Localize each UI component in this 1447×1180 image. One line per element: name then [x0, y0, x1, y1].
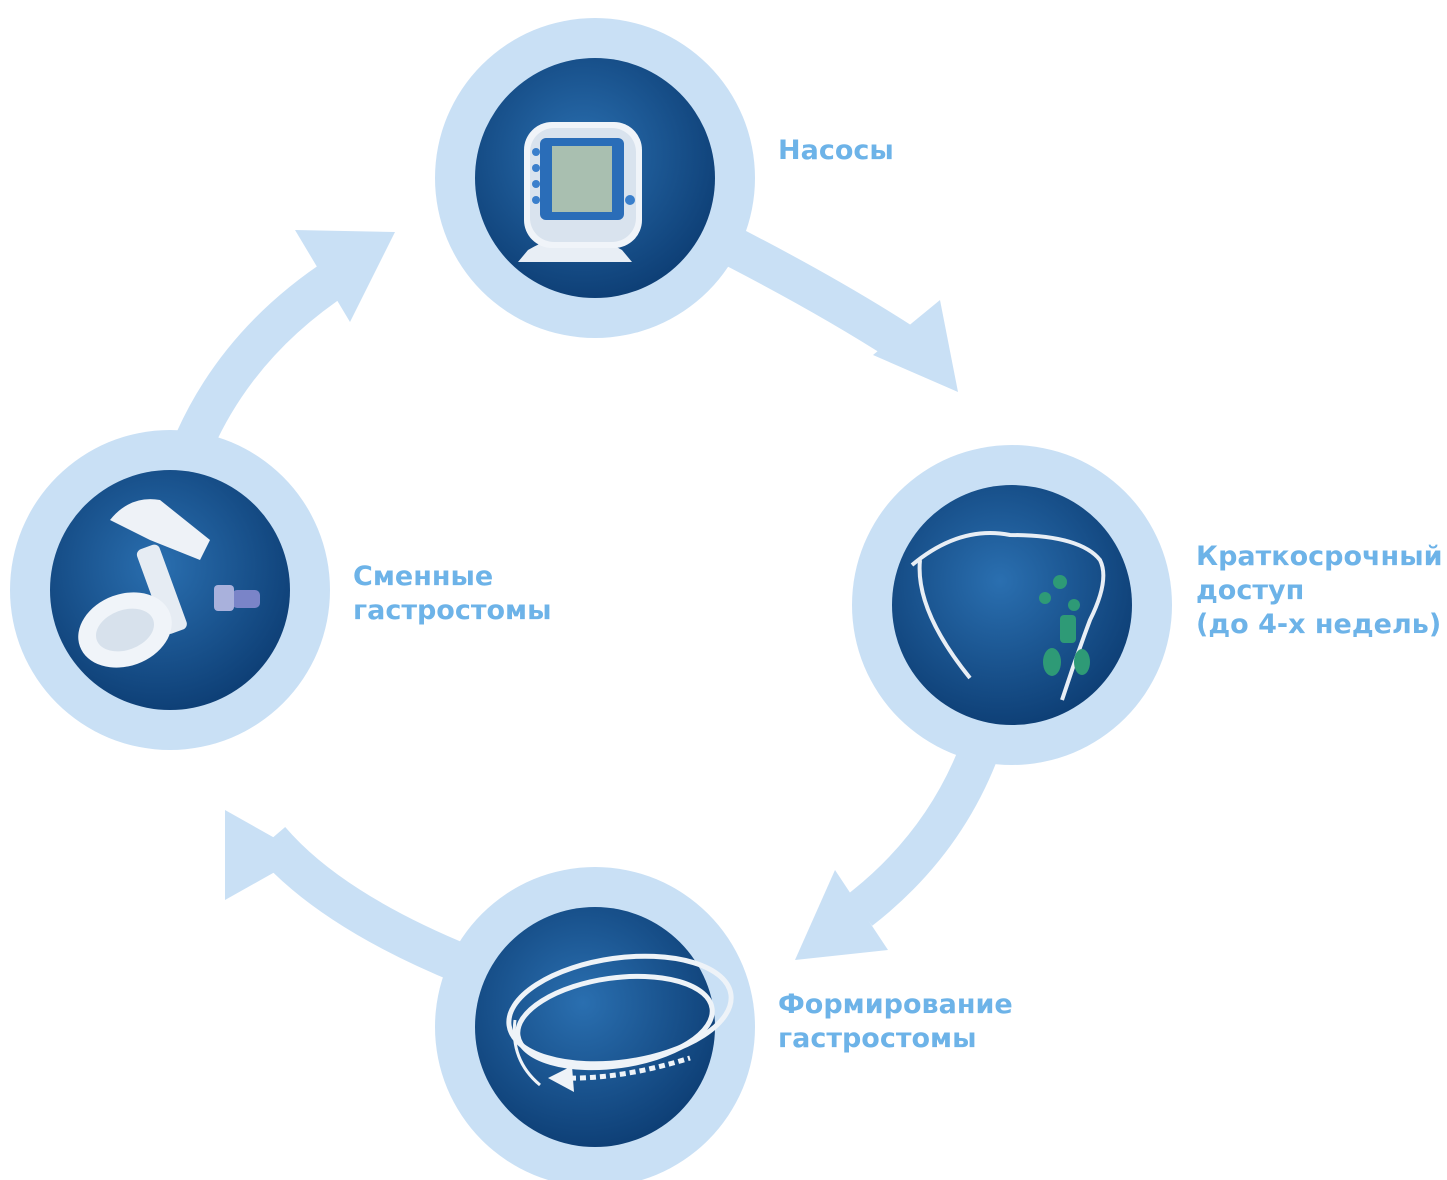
- label-replacement-gastrostomy-line-2: гастростомы: [353, 595, 552, 626]
- arrowhead-left-upper: [295, 230, 395, 322]
- label-short-term-line-2: доступ: [1196, 575, 1305, 606]
- node-gastrostomy-formation: [435, 867, 755, 1180]
- label-pumps-line-1: Насосы: [778, 135, 894, 166]
- arrowhead-right-lower: [795, 870, 888, 960]
- label-gastrostomy-formation: Формирование гастростомы: [778, 988, 1013, 1056]
- node-pumps: [435, 18, 755, 338]
- arrowhead-right-upper: [873, 300, 958, 392]
- node-short-term: [852, 445, 1172, 765]
- flow-arrow-short-term-to-formation: [847, 728, 1004, 926]
- label-gastrostomy-formation-line-1: Формирование: [778, 989, 1013, 1020]
- flow-arrow-replacement-to-pumps: [176, 258, 351, 449]
- arrowhead-left-lower: [225, 810, 305, 900]
- label-short-term-line-1: Краткосрочный: [1196, 541, 1443, 572]
- gastrostomy-button-icon: [78, 499, 260, 668]
- coiled-catheter-icon: [506, 953, 734, 1087]
- label-replacement-gastrostomy-line-1: Сменные: [353, 561, 494, 592]
- label-short-term: Краткосрочный доступ (до 4-х недель): [1196, 540, 1443, 642]
- label-short-term-line-3: (до 4-х недель): [1196, 609, 1442, 640]
- feeding-pump-icon: [518, 122, 642, 262]
- feeding-tube-icon: [910, 531, 1106, 701]
- label-replacement-gastrostomy: Сменные гастростомы: [353, 560, 552, 628]
- flow-arrow-formation-to-replacement: [254, 826, 473, 984]
- label-pumps: Насосы: [778, 134, 894, 168]
- node-replacement-gastrostomy: [10, 430, 330, 750]
- label-gastrostomy-formation-line-2: гастростомы: [778, 1023, 977, 1054]
- catheter-tip-icon: [548, 1066, 574, 1092]
